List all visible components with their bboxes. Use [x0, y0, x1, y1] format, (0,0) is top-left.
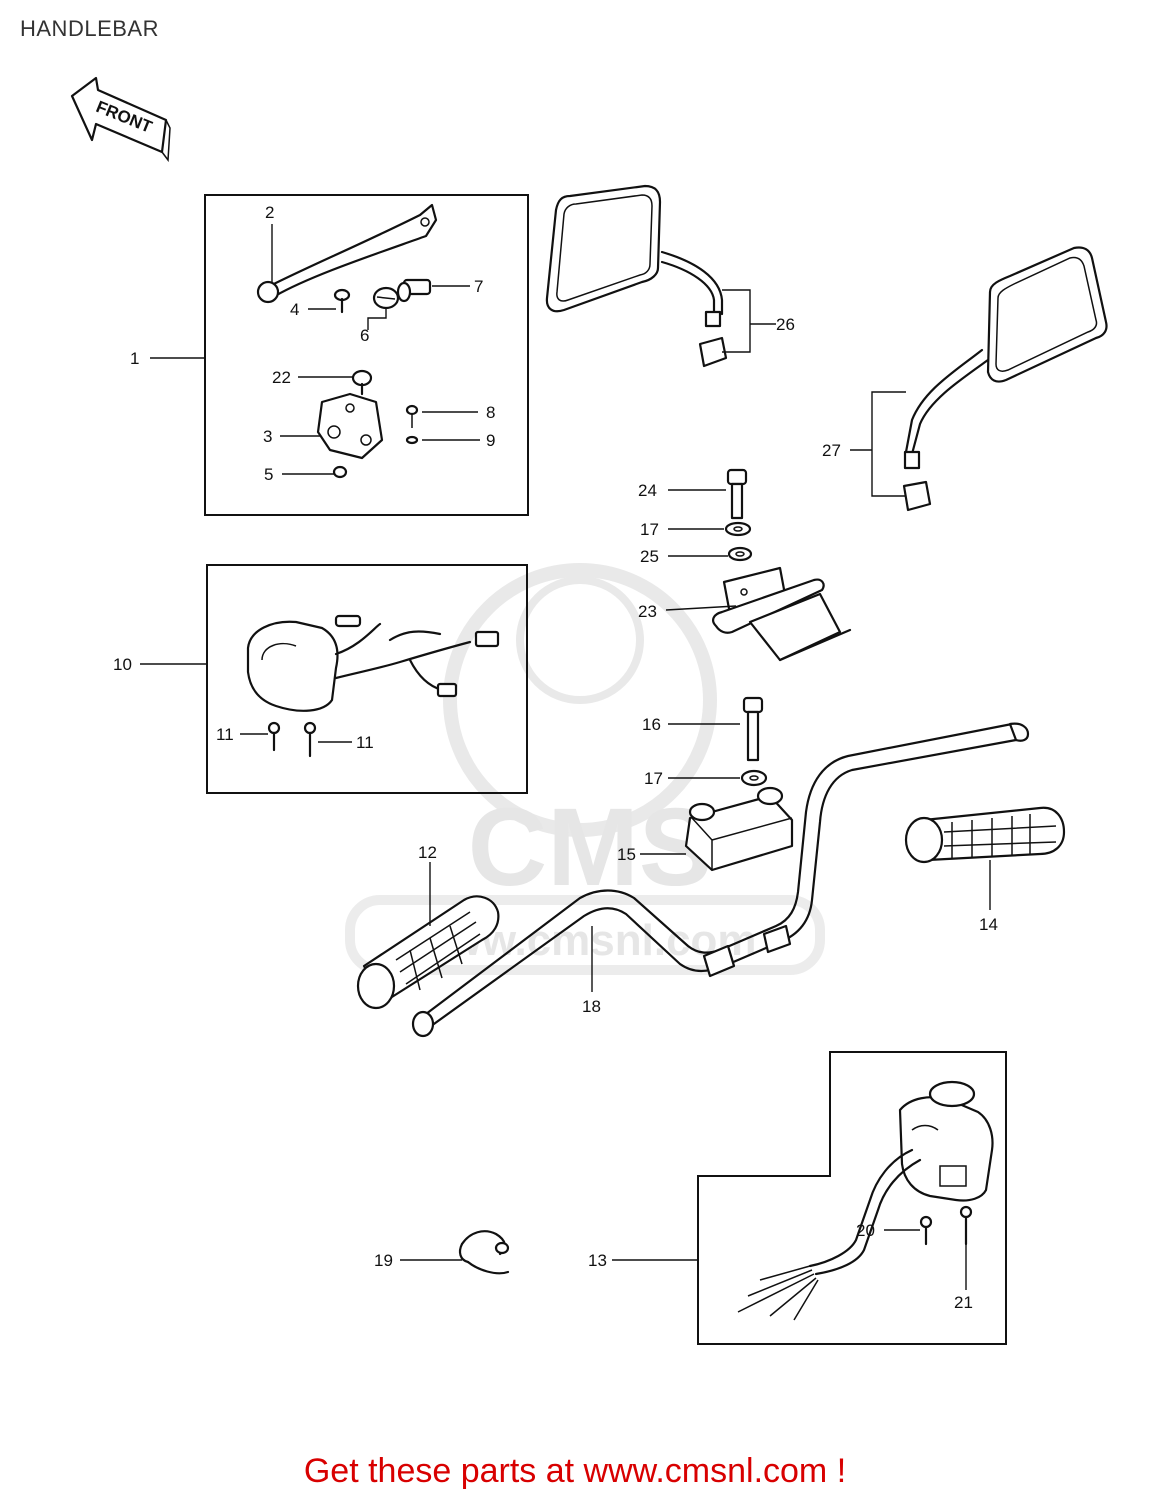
callout-19: 19	[374, 1251, 393, 1270]
callout-20: 20	[856, 1221, 875, 1240]
callout-17-lower: 17	[644, 769, 663, 788]
callout-16: 16	[642, 715, 661, 734]
part-22-pivot-bolt	[351, 369, 373, 396]
callout-21: 21	[954, 1293, 973, 1312]
callout-27: 27	[822, 441, 841, 460]
part-20-screw	[919, 1215, 933, 1246]
part-11-screw-b	[303, 721, 317, 758]
callout-25: 25	[640, 547, 659, 566]
callout-2: 2	[265, 203, 274, 222]
front-direction-arrow: FRONT	[70, 76, 171, 163]
part-25-washer	[727, 546, 753, 562]
part-17-washer-b	[740, 769, 768, 787]
part-9-washer	[405, 435, 419, 445]
callout-5: 5	[264, 465, 273, 484]
part-18-handlebar	[411, 722, 1030, 1038]
part-16-bolt	[742, 696, 764, 762]
part-11-screw-a	[267, 721, 281, 752]
callout-8: 8	[486, 403, 495, 422]
part-2-lever	[256, 203, 438, 304]
callout-9: 9	[486, 431, 495, 450]
callout-13: 13	[588, 1251, 607, 1270]
callout-26: 26	[776, 315, 795, 334]
callout-numbers: 1 2 3 4 5 6 7 8 9 10 11 11 12 13 14 15 1…	[113, 203, 998, 1312]
part-13-right-switch	[737, 1080, 994, 1321]
part-24-bolt	[726, 468, 748, 520]
callout-24: 24	[638, 481, 657, 500]
part-23-bracket	[712, 566, 852, 662]
part-10-left-switch	[246, 614, 500, 712]
callout-14: 14	[979, 915, 998, 934]
part-17-washer-a	[724, 521, 752, 537]
callout-11-right: 11	[356, 733, 374, 752]
exploded-parts-diagram: CMS www.cmsnl.com FRONT	[70, 76, 1108, 1345]
part-14-right-grip	[904, 806, 1066, 864]
callout-1: 1	[130, 349, 139, 368]
callout-18: 18	[582, 997, 601, 1016]
lever-assembly-box	[204, 194, 529, 516]
callout-11-left: 11	[216, 725, 234, 744]
part-19-wire-clamp	[458, 1230, 510, 1275]
callout-15: 15	[617, 845, 636, 864]
right-switch-box	[697, 1051, 1007, 1345]
part-4-screw	[333, 288, 351, 314]
callout-17-upper: 17	[640, 520, 659, 539]
watermark-brand: CMS	[468, 786, 712, 909]
part-26-left-mirror	[545, 184, 728, 368]
callout-10: 10	[113, 655, 132, 674]
callout-3: 3	[263, 427, 272, 446]
part-27-right-mirror	[902, 246, 1108, 512]
part-6-locknut	[372, 286, 400, 310]
callout-4: 4	[290, 300, 299, 319]
callout-22: 22	[272, 368, 291, 387]
part-21-screw	[959, 1205, 973, 1246]
part-3-lever-holder	[316, 392, 384, 460]
part-7-adjuster	[396, 278, 432, 303]
part-8-screw	[405, 404, 419, 428]
page-title: HANDLEBAR	[20, 16, 159, 41]
callout-12: 12	[418, 843, 437, 862]
cms-watermark-logo: CMS www.cmsnl.com	[345, 563, 825, 975]
part-5-nut	[332, 465, 348, 479]
callout-23: 23	[638, 602, 657, 621]
callout-7: 7	[474, 277, 483, 296]
leader-lines	[140, 224, 991, 1290]
left-switch-box	[206, 564, 528, 794]
part-12-left-grip	[356, 895, 500, 1010]
callout-6: 6	[360, 326, 369, 345]
get-parts-link[interactable]: Get these parts at www.cmsnl.com !	[303, 1452, 847, 1490]
part-15-clamp	[684, 786, 794, 872]
